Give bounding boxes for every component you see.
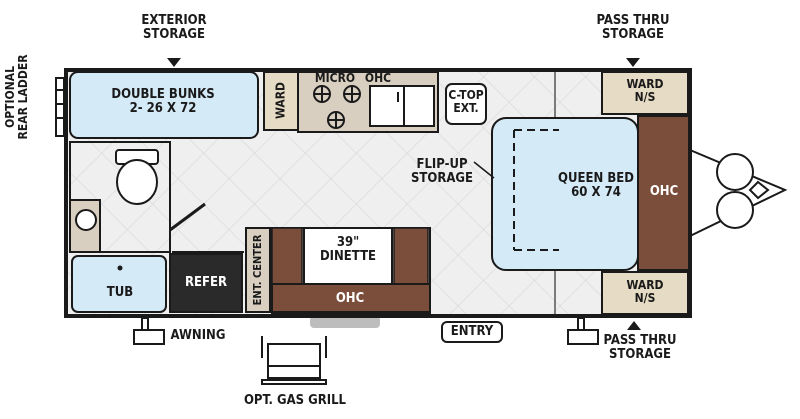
slide-shadow — [310, 316, 380, 328]
ward-ns-top — [601, 71, 689, 115]
ent-center — [245, 227, 271, 313]
gas-grill-label: OPT. GAS GRILL — [243, 393, 347, 408]
micro-label: MICRO — [314, 71, 356, 85]
flip-up-outline — [513, 129, 559, 251]
toilet — [115, 149, 159, 205]
sink — [369, 85, 435, 127]
awning-label: AWNING — [170, 328, 226, 343]
entry-label: ENTRY — [450, 324, 494, 339]
tub-label: TUB — [106, 285, 134, 300]
tub — [71, 255, 167, 313]
bathroom-wall — [69, 141, 171, 253]
trailer-outline — [64, 68, 692, 318]
ent-center-label: ENT. CENTER — [251, 234, 265, 306]
exterior-storage-arrow — [167, 58, 181, 67]
pass-thru-bottom-arrow — [627, 321, 641, 330]
ohc-front — [637, 115, 691, 271]
lav-basin — [75, 209, 97, 231]
ohc-kitchen-label: OHC — [364, 71, 392, 85]
ward-bunk — [263, 71, 299, 131]
hitch — [689, 149, 788, 237]
dinette — [271, 227, 431, 315]
ctop-extension — [445, 83, 487, 125]
dinette-label: 39"DINETTE — [319, 235, 377, 265]
ward-bunk-label: WARD — [273, 81, 288, 119]
refer-label: REFER — [185, 275, 227, 290]
ohc-front-label: OHC — [649, 184, 679, 199]
refer — [169, 253, 243, 313]
pass-thru-top-arrow — [626, 58, 640, 67]
stove — [313, 85, 361, 129]
rear-ladder — [55, 77, 65, 137]
ohc-dinette-label: OHC — [335, 291, 365, 306]
entry-step — [441, 321, 503, 343]
gas-grill — [261, 336, 327, 385]
awning-brackets — [133, 317, 599, 345]
